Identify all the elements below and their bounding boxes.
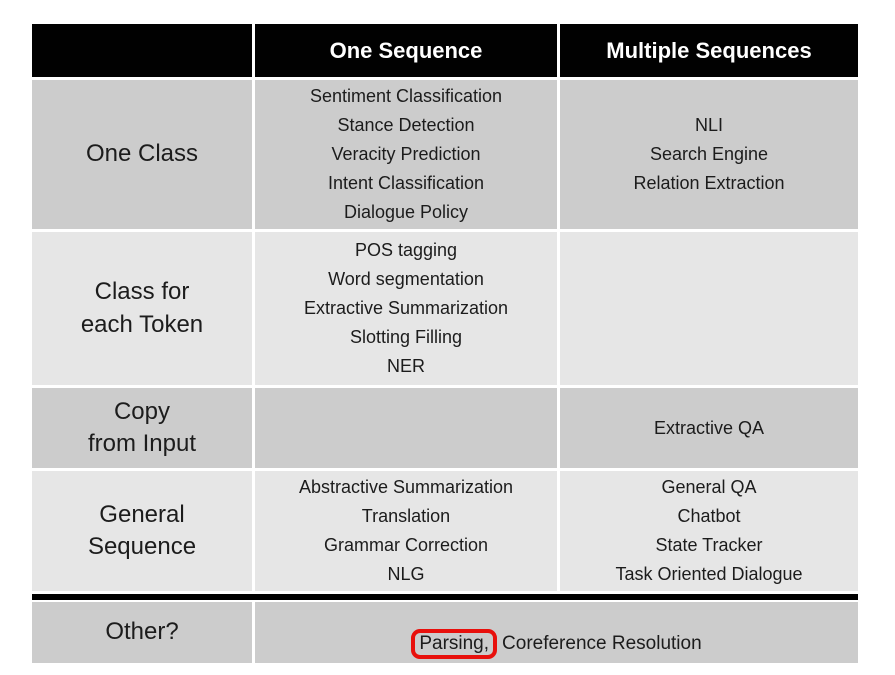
one-class-one-sequence-tasks: Sentiment Classification Stance Detectio… <box>255 80 557 229</box>
general-sequence-one-sequence-tasks: Abstractive Summarization Translation Gr… <box>255 471 557 591</box>
table-row: General Sequence Abstractive Summarizati… <box>32 471 858 591</box>
one-class-multiple-sequences-tasks: NLI Search Engine Relation Extraction <box>560 80 858 229</box>
table-header-row: One Sequence Multiple Sequences <box>32 24 858 77</box>
header-multiple-sequences: Multiple Sequences <box>560 24 858 77</box>
copy-input-one-sequence-tasks <box>255 388 557 468</box>
header-one-sequence: One Sequence <box>255 24 557 77</box>
table-row-other: Other? Parsing, Coreference Resolution <box>32 602 858 663</box>
header-corner-cell <box>32 24 252 77</box>
parsing-highlight-box: Parsing, <box>411 628 498 659</box>
task-category-table: One Sequence Multiple Sequences One Clas… <box>32 24 858 666</box>
other-task-text: Coreference Resolution <box>502 632 702 654</box>
row-label-copy-from-input: Copy from Input <box>32 388 252 468</box>
section-separator-line <box>32 594 858 600</box>
row-label-one-class: One Class <box>32 80 252 229</box>
copy-input-multiple-sequences-tasks: Extractive QA <box>560 388 858 468</box>
other-tasks-cell: Parsing, Coreference Resolution <box>255 602 858 663</box>
table-row: Class for each Token POS tagging Word se… <box>32 232 858 385</box>
token-class-one-sequence-tasks: POS tagging Word segmentation Extractive… <box>255 232 557 385</box>
row-label-other: Other? <box>32 602 252 663</box>
table-row: Copy from Input Extractive QA <box>32 388 858 468</box>
highlighted-task-text: Parsing, <box>419 632 490 654</box>
row-label-class-for-each-token: Class for each Token <box>32 232 252 385</box>
general-sequence-multiple-sequences-tasks: General QA Chatbot State Tracker Task Or… <box>560 471 858 591</box>
table-row: One Class Sentiment Classification Stanc… <box>32 80 858 229</box>
token-class-multiple-sequences-tasks <box>560 232 858 385</box>
row-label-general-sequence: General Sequence <box>32 471 252 591</box>
